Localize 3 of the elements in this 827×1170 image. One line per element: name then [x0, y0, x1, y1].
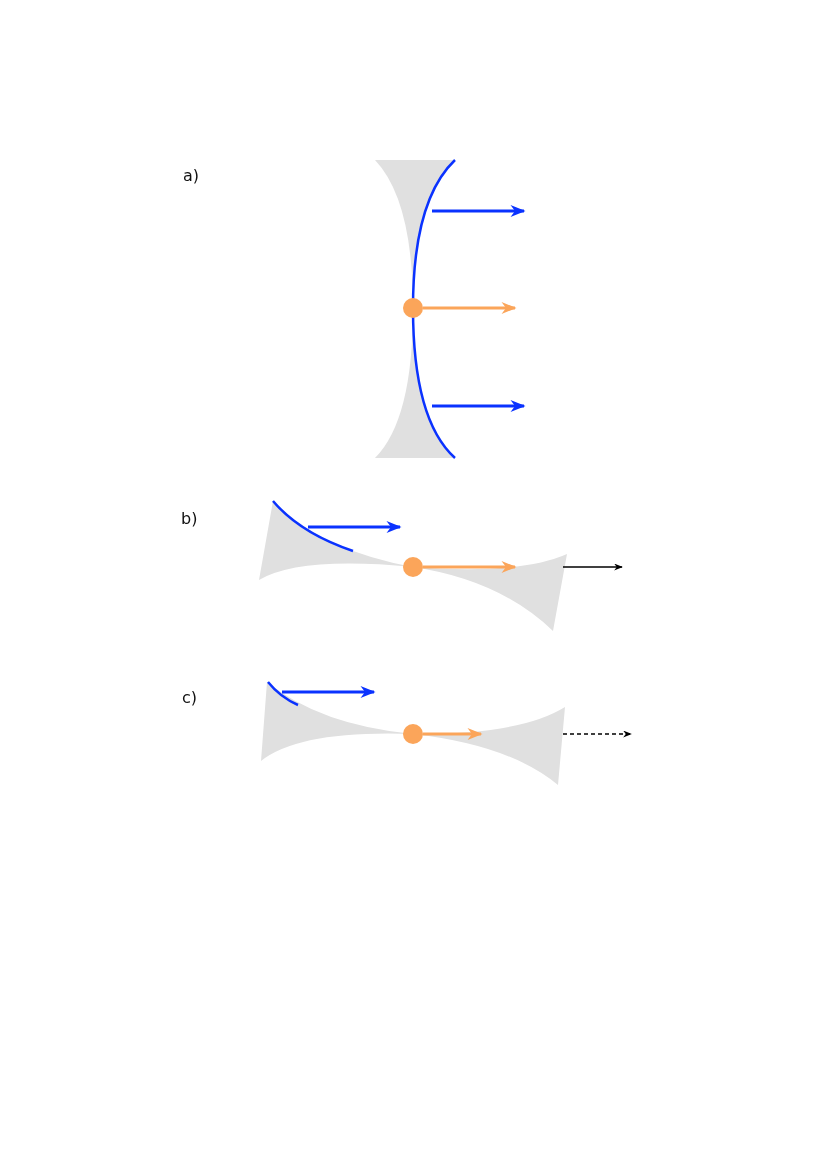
panel-label: c) [182, 690, 198, 706]
panel-label: a) [183, 168, 200, 184]
panel-label: b) [181, 511, 198, 527]
